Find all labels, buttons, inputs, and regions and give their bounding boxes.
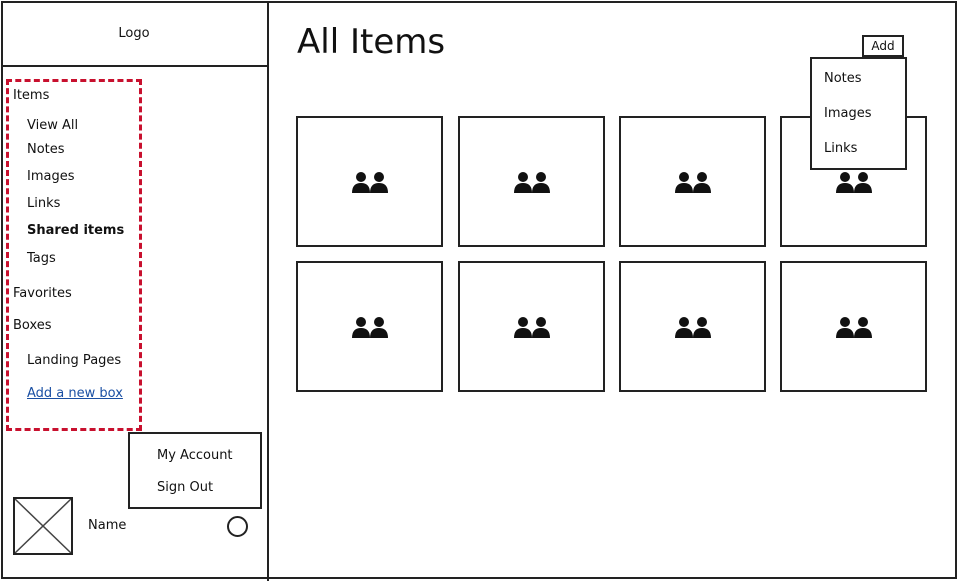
sidebar-item-boxes[interactable]: Boxes <box>13 318 52 333</box>
user-name: Name <box>88 518 127 533</box>
add-menu-item-notes[interactable]: Notes <box>824 71 862 86</box>
users-icon <box>351 316 388 338</box>
avatar[interactable] <box>13 497 73 555</box>
sidebar-item-items[interactable]: Items <box>13 88 50 103</box>
sidebar-item-notes[interactable]: Notes <box>27 142 65 157</box>
item-card[interactable] <box>619 261 766 392</box>
users-icon <box>674 316 711 338</box>
menu-item-sign-out[interactable]: Sign Out <box>157 480 214 495</box>
sidebar: Logo Items View All Notes Images Links S… <box>1 1 269 581</box>
item-card[interactable] <box>296 116 443 247</box>
menu-item-my-account[interactable]: My Account <box>157 448 233 463</box>
add-dropdown-menu: Notes Images Links <box>810 57 907 170</box>
item-card[interactable] <box>458 261 605 392</box>
users-icon <box>835 171 872 193</box>
item-card[interactable] <box>619 116 766 247</box>
page-title: All Items <box>297 22 446 62</box>
item-card[interactable] <box>780 261 927 392</box>
sidebar-item-view-all[interactable]: View All <box>27 118 79 133</box>
sidebar-item-shared-items[interactable]: Shared items <box>27 223 125 238</box>
users-icon <box>513 316 550 338</box>
item-card[interactable] <box>296 261 443 392</box>
users-icon <box>674 171 711 193</box>
users-icon <box>835 316 872 338</box>
sidebar-item-links[interactable]: Links <box>27 196 61 211</box>
sidebar-item-favorites[interactable]: Favorites <box>13 286 72 301</box>
sidebar-item-images[interactable]: Images <box>27 169 75 184</box>
add-menu-item-links[interactable]: Links <box>824 141 858 156</box>
logo-text: Logo <box>118 25 150 41</box>
logo[interactable]: Logo <box>1 1 267 67</box>
add-button[interactable]: Add <box>862 35 904 57</box>
account-menu: My Account Sign Out <box>128 432 262 509</box>
add-new-box-link[interactable]: Add a new box <box>27 386 123 401</box>
nav-highlight-annotation <box>6 79 142 431</box>
image-placeholder-icon <box>15 499 71 553</box>
sidebar-item-tags[interactable]: Tags <box>27 251 56 266</box>
sidebar-item-landing-pages[interactable]: Landing Pages <box>27 353 122 368</box>
add-menu-item-images[interactable]: Images <box>824 106 872 121</box>
users-icon <box>513 171 550 193</box>
account-toggle-icon[interactable] <box>227 516 248 537</box>
item-card[interactable] <box>458 116 605 247</box>
users-icon <box>351 171 388 193</box>
